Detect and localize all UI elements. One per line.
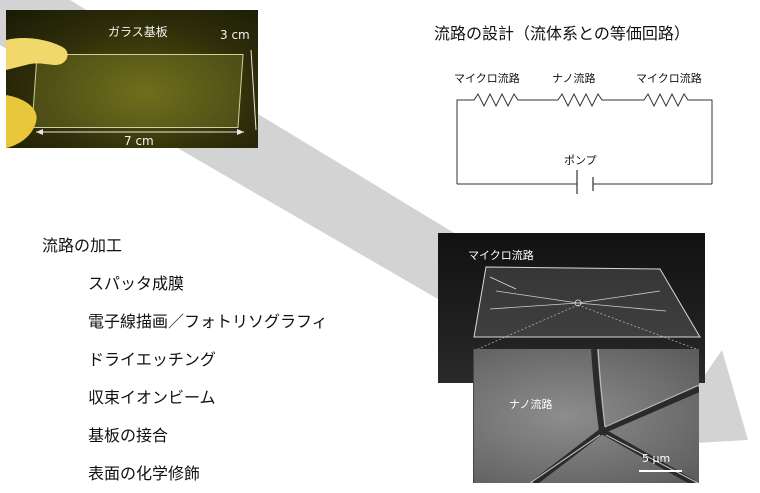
process-item: ドライエッチング — [88, 350, 216, 369]
equivalent-circuit: マイクロ流路 ナノ流路 マイクロ流路 ポンプ — [440, 64, 730, 194]
chip-graphic — [473, 266, 701, 350]
circuit-title: 流路の設計（流体系との等価回路） — [434, 24, 690, 43]
zoom-line-right — [577, 304, 697, 350]
resistor-label-micro-1: マイクロ流路 — [454, 72, 520, 85]
resistor-1-wire — [456, 92, 558, 184]
length-label: 7 cm — [124, 134, 154, 148]
resistor-label-nano: ナノ流路 — [552, 72, 596, 85]
resistor-3-wire — [643, 92, 713, 184]
width-arrow — [250, 49, 257, 131]
process-item: 電子線描画／フォトリソグラフィ — [88, 312, 328, 331]
chip-channels — [489, 290, 667, 312]
process-item: スパッタ成膜 — [88, 274, 185, 293]
sem-graphic — [529, 349, 699, 483]
sem-photo: ナノ流路 5 μm — [473, 349, 699, 483]
glass-substrate-photo: ガラス基板 3 cm 7 cm — [6, 10, 258, 148]
chip-junction — [574, 299, 582, 307]
micro-channel-label: マイクロ流路 — [468, 249, 534, 262]
glass-label: ガラス基板 — [108, 25, 168, 39]
pump-label: ポンプ — [564, 154, 597, 167]
resistor-2-wire — [557, 92, 644, 108]
process-item: 基板の接合 — [88, 426, 169, 445]
finger-graphic — [6, 37, 257, 148]
process-item: 表面の化学修飾 — [88, 464, 201, 483]
sem-channel-edges — [529, 349, 699, 483]
scale-label: 5 μm — [642, 452, 671, 465]
circuit-diagram — [456, 92, 713, 194]
micro-pointer — [489, 276, 517, 290]
width-label: 3 cm — [220, 28, 250, 42]
process-item: 収束イオンビーム — [88, 388, 216, 407]
nano-channel-label: ナノ流路 — [509, 398, 553, 411]
resistor-label-micro-2: マイクロ流路 — [636, 72, 702, 85]
process-title: 流路の加工 — [42, 236, 123, 255]
